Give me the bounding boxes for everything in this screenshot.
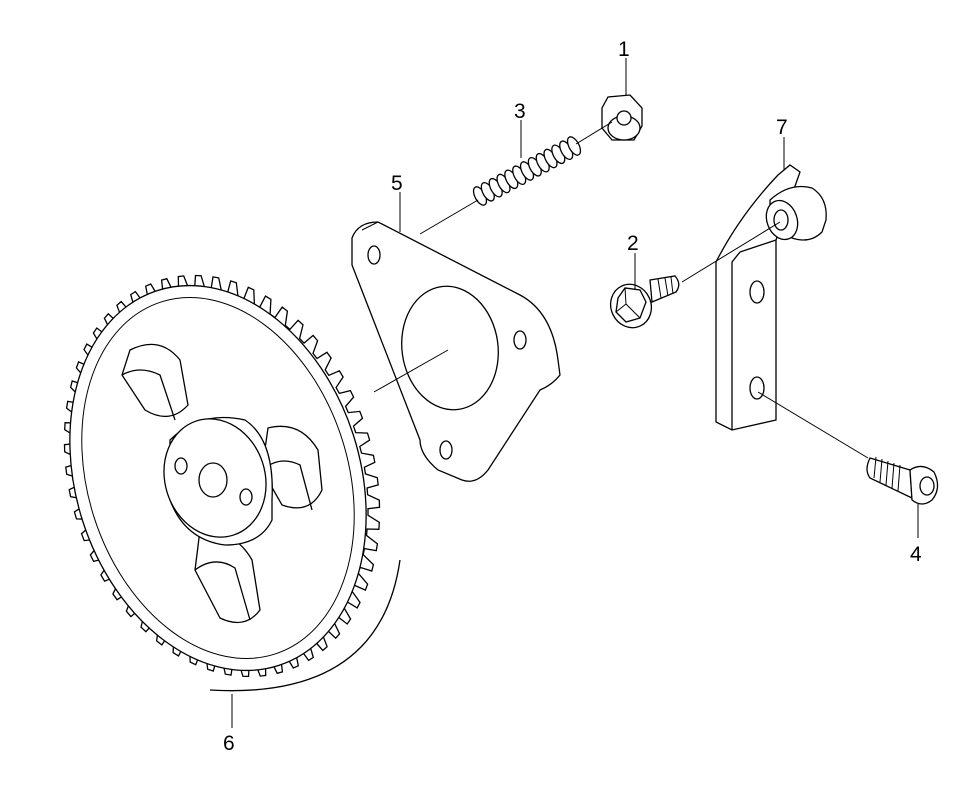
gear-hub-bolt-hole-left — [174, 457, 188, 475]
stud-part — [472, 136, 582, 206]
callout-labels: 1 3 5 7 2 4 6 — [223, 38, 922, 755]
bracket-boss-bore — [773, 209, 789, 231]
shoulder-bolt-shank — [866, 457, 913, 500]
gasket-part — [351, 221, 561, 482]
gear-lightening-hole-top — [121, 343, 189, 421]
bracket-edge — [731, 239, 777, 430]
gasket-hole-right — [513, 330, 527, 350]
callout-leaders — [231, 58, 919, 728]
flange-bolt-head — [615, 287, 647, 323]
gear-part — [63, 274, 401, 692]
stud-thread-ridge — [566, 136, 582, 156]
gasket-bore — [401, 285, 499, 411]
shoulder-bolt-part — [866, 456, 939, 505]
bracket-hole-lower — [749, 376, 765, 400]
callout-6: 6 — [223, 732, 235, 755]
gear-lightening-hole-bottom — [194, 529, 261, 624]
flange-bolt-part — [609, 275, 680, 329]
callout-3: 3 — [514, 100, 526, 123]
gear-hub-center-bore — [198, 462, 228, 498]
assembly-line-bolt-bracket — [681, 221, 781, 283]
callout-5: 5 — [391, 172, 403, 195]
callout-7: 7 — [776, 116, 788, 139]
shoulder-bolt-thread-lines — [873, 456, 901, 492]
gear-hub-bolt-hole-right — [239, 488, 253, 506]
bracket-part — [715, 164, 827, 431]
gear-root-edge — [209, 559, 401, 692]
bracket-hole-upper — [749, 280, 765, 304]
callout-2: 2 — [627, 232, 639, 255]
assembly-lines — [373, 121, 869, 459]
gasket-hole-top — [367, 245, 381, 265]
flange-bolt-thread-lines — [657, 276, 674, 299]
flange-bolt-head-edge — [615, 287, 641, 319]
assembly-line-bracket-shoulder-bolt — [757, 391, 869, 459]
shoulder-bolt-socket — [919, 476, 935, 496]
gear-face-inner-rim — [81, 297, 355, 659]
gasket-edge — [361, 221, 379, 231]
nut-bore — [616, 110, 632, 126]
assembly-line-gasket-gear — [373, 349, 449, 393]
stud-threads — [472, 136, 582, 206]
assembly-line-nut-stud — [575, 121, 613, 145]
callout-1: 1 — [618, 38, 630, 61]
flange-bolt-shank — [649, 275, 680, 303]
gasket-hole-bottom — [439, 440, 453, 460]
assembly-line-stud-gasket — [419, 199, 479, 235]
callout-4: 4 — [910, 543, 922, 566]
flange-nut-part — [601, 94, 643, 141]
